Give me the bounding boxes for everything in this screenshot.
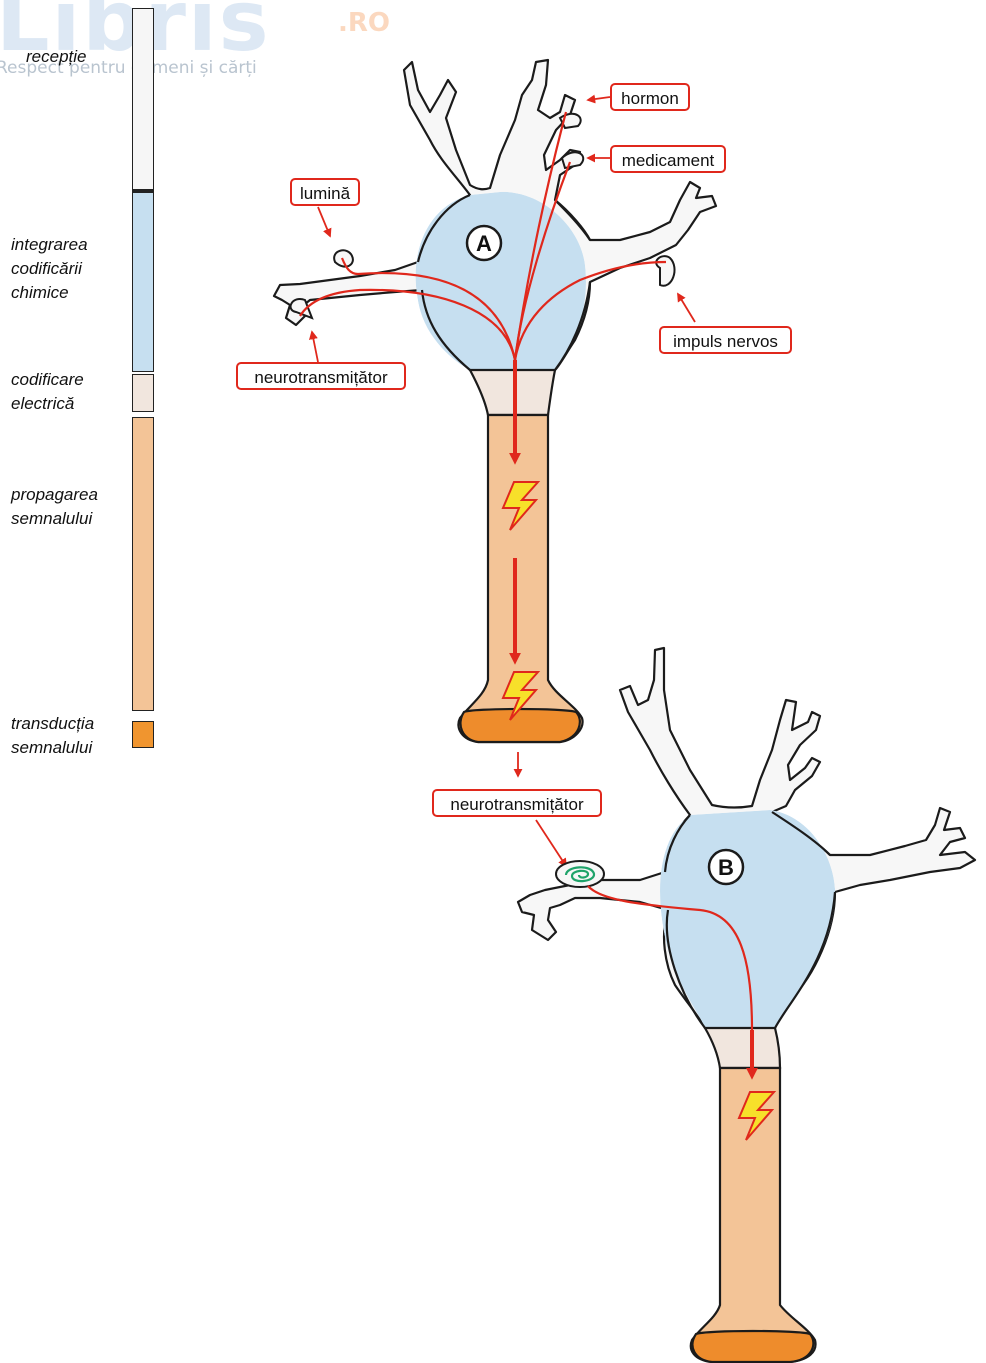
neuron-a-letter: A — [476, 231, 492, 256]
callout-hormone: hormon — [610, 83, 690, 111]
neuron-a-light-receptor — [334, 250, 353, 266]
neuron-a-axon-hillock — [470, 370, 555, 415]
callout-neurotransmitter-in: neurotransmițător — [236, 362, 406, 390]
neuron-b-receptor — [556, 861, 604, 887]
neuron-a-terminal — [460, 709, 579, 742]
neuron-b-letter: B — [718, 855, 734, 880]
callout-drug: medicament — [610, 145, 726, 173]
callout-light: lumină — [290, 178, 360, 206]
neuron-b-axon-hillock — [705, 1028, 780, 1068]
neuron-b-terminal — [693, 1331, 814, 1362]
callout-nerve-impulse: impuls nervos — [659, 326, 792, 354]
neuron-a-drug-receptor — [562, 152, 583, 168]
neuron-b: B — [518, 648, 975, 1362]
neuron-a-impulse-synapse — [656, 256, 674, 286]
callout-neurotransmitter-out: neurotransmițător — [432, 789, 602, 817]
